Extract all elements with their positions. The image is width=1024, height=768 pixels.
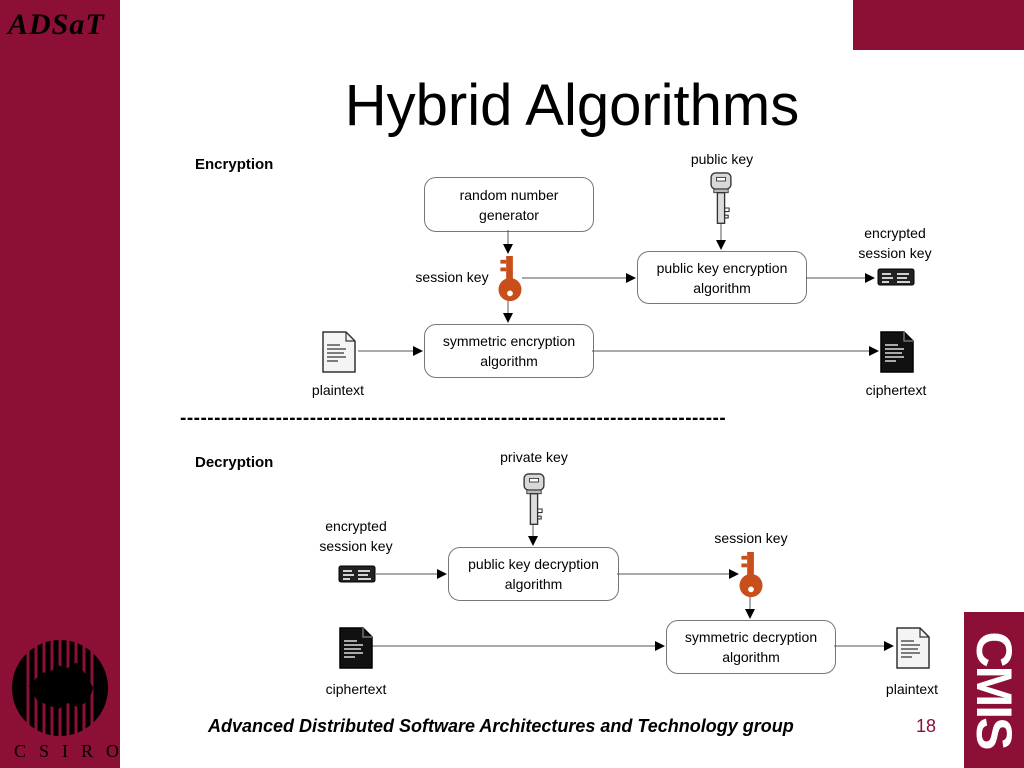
public-key-decryption-text: public key decryption algorithm (468, 556, 599, 592)
session-key-label: session key (714, 530, 788, 546)
plaintext-document-icon (322, 331, 356, 373)
session-key-label: session key (415, 269, 489, 285)
session-key-icon (498, 255, 522, 302)
public-key-icon (710, 172, 732, 225)
encryption-heading: Encryption (195, 156, 274, 173)
symmetric-encryption-text: symmetric encryption algorithm (442, 333, 576, 369)
plaintext-document-icon (896, 627, 930, 669)
encrypted-session-key-icon (338, 565, 376, 583)
private-key-icon (523, 473, 545, 526)
decryption-heading: Decryption (195, 454, 274, 471)
plaintext-label: plaintext (311, 382, 365, 398)
encrypted-session-key-icon (877, 268, 915, 286)
ciphertext-label: ciphertext (865, 382, 927, 398)
symmetric-encryption-box: symmetric encryption algorithm (424, 324, 594, 378)
public-key-encryption-text: public key encryption algorithm (656, 259, 788, 296)
ciphertext-document-icon (339, 627, 373, 669)
csiro-logo-icon (12, 639, 108, 737)
brand-logo-text: ADSaT (8, 8, 105, 41)
symmetric-decryption-text: symmetric decryption algorithm (684, 629, 818, 665)
encrypted-session-key-label: encrypted session key (319, 518, 393, 554)
plaintext-label: plaintext (885, 681, 939, 697)
ciphertext-label: ciphertext (325, 681, 387, 697)
random-number-generator-box: random number generator (424, 177, 594, 232)
public-key-decryption-box: public key decryption algorithm (448, 547, 619, 601)
cmis-logo: CMIS (964, 612, 1024, 768)
private-key-label: private key (500, 449, 568, 465)
random-number-generator-text: random number generator (459, 186, 559, 223)
section-separator: ----------------------------------------… (180, 408, 727, 429)
page-number: 18 (916, 716, 937, 736)
public-key-label: public key (690, 151, 754, 167)
page-title: Hybrid Algorithms (344, 73, 800, 138)
session-key-icon (739, 551, 763, 598)
encrypted-session-key-label: encrypted session key (858, 225, 932, 261)
ciphertext-document-icon (880, 331, 914, 373)
public-key-encryption-box: public key encryption algorithm (637, 251, 807, 304)
symmetric-decryption-box: symmetric decryption algorithm (666, 620, 836, 674)
csiro-logo-text: CSIRO (14, 741, 133, 761)
footer-text: Advanced Distributed Software Architectu… (208, 716, 794, 736)
top-right-band (853, 0, 1024, 50)
